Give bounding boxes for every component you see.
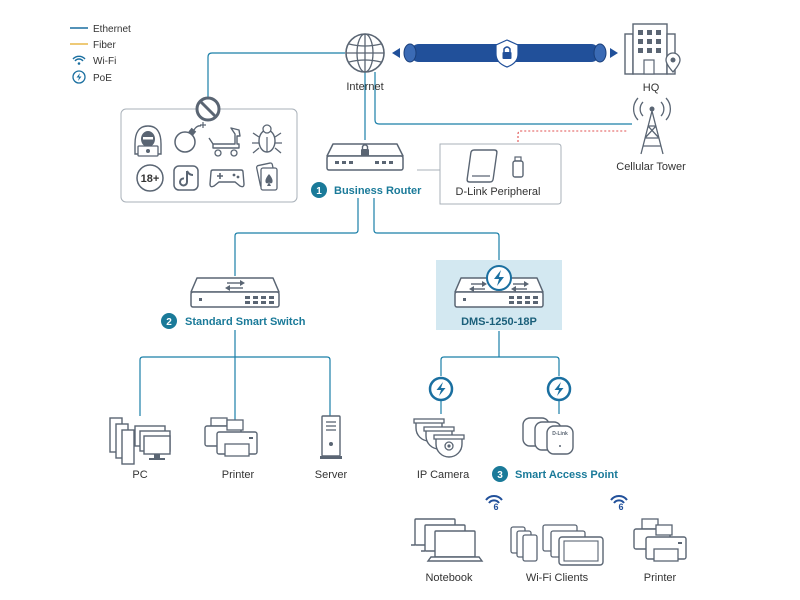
switch-arrows-icon bbox=[225, 280, 245, 291]
poe-bolt-icon bbox=[428, 376, 454, 402]
wifi-6-icon: 6 bbox=[485, 495, 503, 512]
wifi-icon bbox=[72, 55, 86, 65]
tiktok-icon bbox=[173, 165, 199, 191]
legend-wifi-label: Wi-Fi bbox=[93, 56, 116, 67]
wifi-clients-icon bbox=[510, 524, 604, 566]
wifi-6-icon: 6 bbox=[610, 495, 628, 512]
pc-label: PC bbox=[132, 469, 147, 481]
internet-to-tower-line bbox=[374, 72, 632, 125]
router-number-badge: 1 bbox=[311, 182, 327, 198]
business-router-icon bbox=[326, 143, 404, 171]
svg-text:6: 6 bbox=[618, 502, 623, 512]
cellular-tower-label: Cellular Tower bbox=[616, 161, 686, 173]
legend-poe-label: PoE bbox=[93, 73, 112, 84]
ip-camera-label: IP Camera bbox=[417, 469, 470, 481]
usb-dongle-icon bbox=[512, 156, 524, 178]
dms-switch-label: DMS-1250-18P bbox=[461, 316, 537, 328]
poe-bolt-icon bbox=[546, 376, 572, 402]
age-badge-label: 18+ bbox=[141, 173, 160, 185]
switch-branch-line bbox=[139, 356, 331, 416]
blocked-content-panel: 18+ bbox=[120, 96, 298, 203]
server-label: Server bbox=[315, 469, 348, 481]
switch-number: 2 bbox=[166, 317, 172, 328]
lock-shield-icon bbox=[495, 39, 519, 68]
vpn-tunnel bbox=[392, 39, 618, 68]
ap-number-badge: 3 bbox=[492, 466, 508, 482]
legend: Ethernet Fiber Wi-Fi PoE bbox=[70, 24, 131, 84]
dlink-peripheral-panel: D-Link Peripheral bbox=[417, 143, 562, 205]
map-pin-icon bbox=[665, 52, 681, 73]
external-drive-icon bbox=[466, 149, 498, 183]
gamepad-icon bbox=[209, 169, 245, 188]
internet-label: Internet bbox=[346, 81, 383, 93]
router-number: 1 bbox=[316, 186, 322, 197]
switch-number-badge: 2 bbox=[161, 313, 177, 329]
printer-icon bbox=[204, 417, 258, 457]
printer-label: Printer bbox=[222, 469, 255, 481]
ap-brand-text: D-Link bbox=[552, 431, 568, 437]
printer-2-label: Printer bbox=[644, 572, 677, 584]
bomb-icon bbox=[174, 122, 206, 153]
poe-bolt-icon bbox=[486, 265, 512, 291]
dlink-peripheral-label: D-Link Peripheral bbox=[456, 186, 541, 198]
router-to-dms-line bbox=[373, 198, 500, 262]
notebook-label: Notebook bbox=[425, 572, 473, 584]
access-point-icon: D-Link bbox=[522, 417, 574, 455]
prohibited-icon bbox=[195, 96, 221, 122]
internet-to-blocked-line bbox=[207, 52, 345, 108]
svg-text:6: 6 bbox=[493, 502, 498, 512]
printer-icon bbox=[633, 518, 687, 562]
server-icon bbox=[320, 415, 342, 459]
globe-icon bbox=[345, 33, 385, 73]
router-to-standard-switch-line bbox=[234, 198, 359, 276]
poe-bolt-icon bbox=[72, 70, 86, 84]
bug-icon bbox=[252, 124, 282, 154]
cellular-tower-icon bbox=[632, 97, 672, 155]
hq-building-icon bbox=[624, 23, 681, 75]
notebook-icon bbox=[411, 518, 484, 562]
peripheral-cellular-link bbox=[517, 130, 628, 158]
hq-label: HQ bbox=[643, 82, 660, 94]
ip-camera-icon bbox=[413, 418, 465, 458]
wifi-clients-label: Wi-Fi Clients bbox=[526, 572, 589, 584]
ap-number: 3 bbox=[497, 470, 503, 481]
hacker-icon bbox=[134, 125, 162, 157]
dms-switch-icon bbox=[454, 265, 544, 308]
standard-switch-label: Standard Smart Switch bbox=[185, 316, 306, 328]
business-router-label: Business Router bbox=[334, 185, 422, 197]
standard-switch-icon bbox=[190, 277, 280, 308]
connection-lines bbox=[139, 52, 632, 420]
legend-fiber-label: Fiber bbox=[93, 40, 116, 51]
pc-icon bbox=[109, 417, 171, 465]
dms-branch-line bbox=[440, 356, 560, 376]
lock-icon bbox=[361, 144, 369, 156]
smart-ap-label: Smart Access Point bbox=[515, 469, 618, 481]
trojan-horse-icon bbox=[208, 127, 241, 157]
playing-cards-icon bbox=[255, 162, 278, 191]
legend-ethernet-label: Ethernet bbox=[93, 24, 131, 35]
dms-switch-panel: DMS-1250-18P bbox=[436, 260, 562, 330]
adult-18-icon: 18+ bbox=[136, 164, 164, 192]
